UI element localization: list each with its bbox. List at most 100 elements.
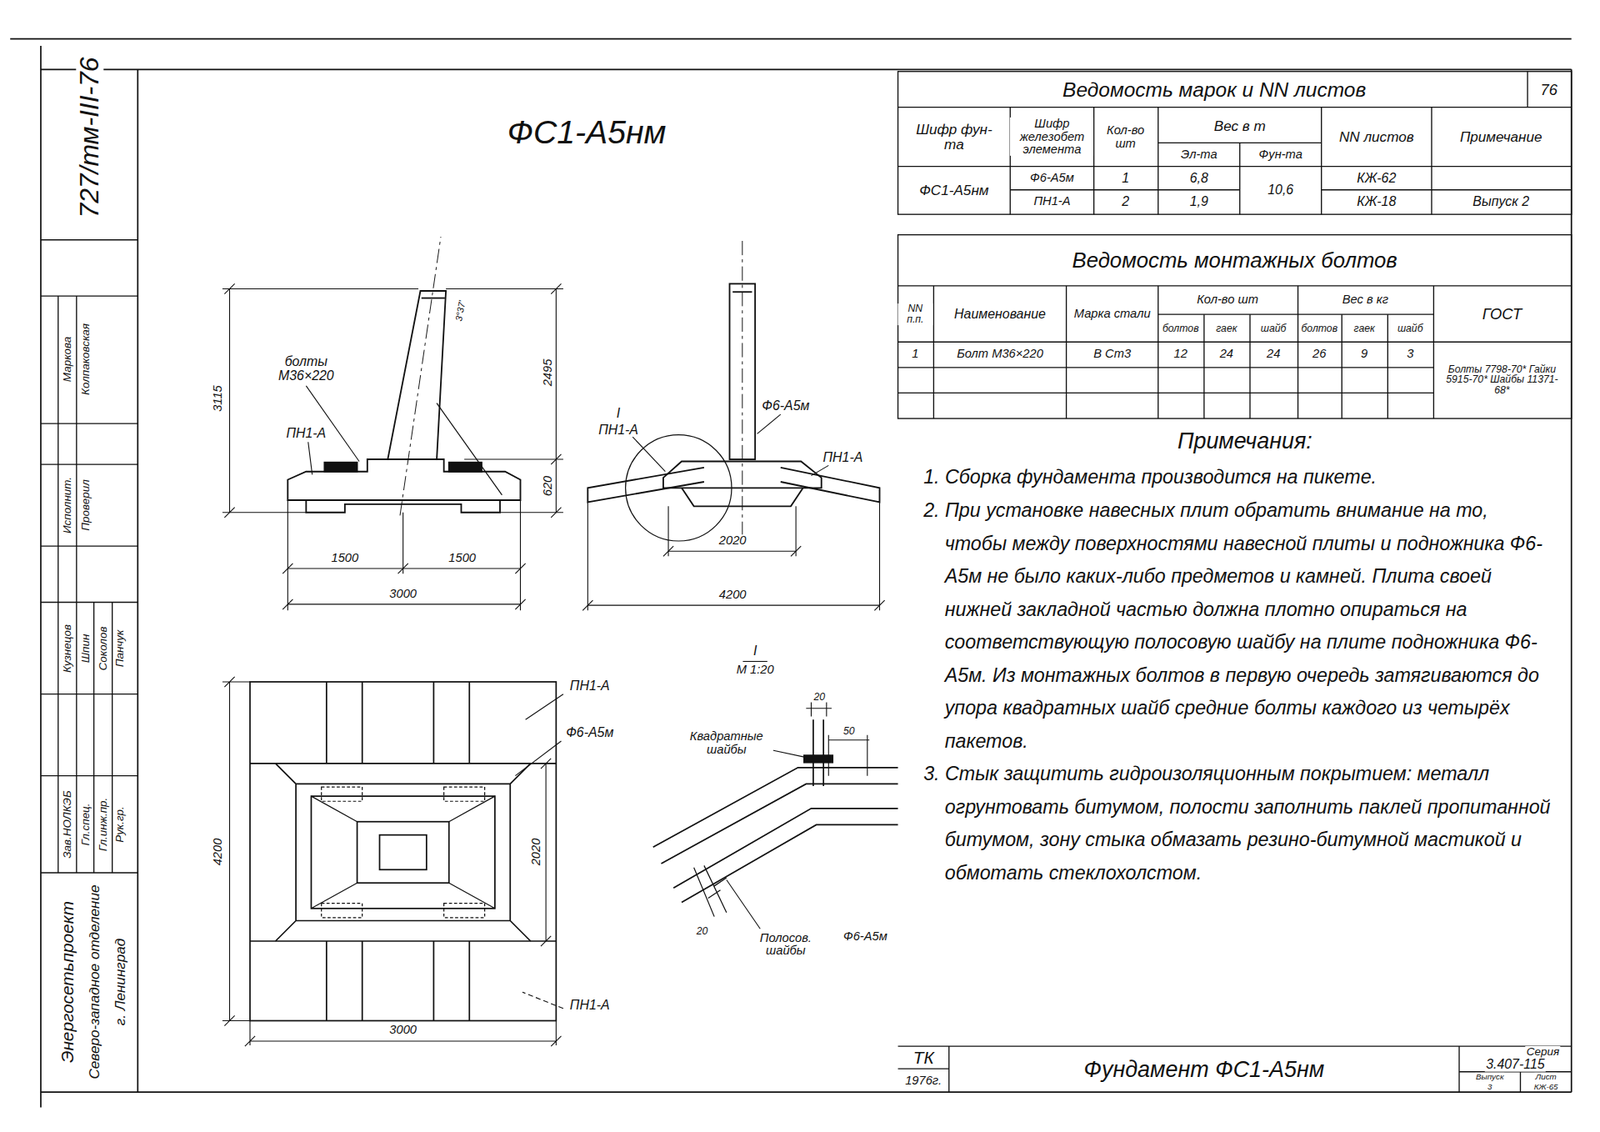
drawing-label: NN п.п.	[898, 303, 933, 325]
drawing-label: Ф6-А5м	[1029, 172, 1075, 185]
drawing-label: болты М36×220	[264, 355, 348, 384]
leader-line	[515, 740, 561, 776]
drawing-label: 1500	[447, 551, 477, 565]
plan-view	[310, 795, 495, 909]
section-view	[813, 719, 824, 786]
drawing-label: Панчук	[114, 628, 126, 668]
drawing-label: Болты 7798-70* Гайки 5915-70* Шайбы 1137…	[1440, 363, 1565, 396]
drawing-label: 2	[1120, 195, 1130, 210]
drawing-label: 2020	[718, 534, 748, 547]
drawing-label: I	[615, 406, 621, 421]
drawing-label: Ведомость монтажных болтов	[1071, 249, 1399, 272]
plan-view	[326, 681, 470, 1021]
drawing-label: Шифр фун-та	[912, 121, 996, 152]
section-view	[653, 719, 899, 916]
front-elevation	[305, 500, 500, 513]
leader-line	[525, 694, 564, 720]
drawing-label: 3000	[388, 587, 418, 600]
leader-line	[772, 750, 806, 758]
dimension-line	[587, 501, 880, 610]
leader-line	[742, 660, 767, 662]
drawing-label: 2020	[530, 837, 543, 867]
drawing-label: ГОСТ	[1481, 306, 1524, 323]
drawing-label: Квадратные шайбы	[680, 730, 774, 756]
side-elevation	[663, 460, 822, 488]
table-grid	[898, 1045, 1572, 1092]
table-grid	[1010, 107, 1432, 215]
drawing-label: Гл.спец.	[80, 802, 92, 847]
drawing-label: Примечание	[1459, 129, 1544, 145]
drawing-label: Исполнит.	[61, 475, 74, 535]
side-elevation	[780, 467, 880, 503]
drawing-label: КЖ-62	[1355, 171, 1397, 186]
dimension-line	[805, 701, 870, 775]
table-grid	[898, 71, 1572, 190]
drawing-label: г. Ленинград	[112, 937, 128, 1027]
stamp-grid	[58, 295, 113, 873]
note-text: 1. Сборка фундамента производится на пик…	[923, 460, 1551, 495]
drawing-label: Гл.инж.пр.	[97, 796, 110, 853]
drawing-label: Рук.гр.	[114, 805, 126, 845]
dimension-line	[222, 289, 564, 513]
note-text: 2. При установке навесных плит обратить …	[923, 494, 1551, 758]
drawing-label: шайб	[1396, 323, 1425, 335]
drawing-label: 20	[812, 691, 826, 703]
section-view	[681, 824, 899, 902]
drawing-label: 1	[1120, 171, 1130, 186]
frame-line	[10, 39, 1571, 1108]
drawing-label: Шпин	[80, 632, 92, 664]
drawing-label: 24	[1219, 347, 1235, 360]
drawing-label: 1,9	[1189, 195, 1210, 210]
dimension-line	[582, 545, 885, 610]
drawing-label: 1976г.	[904, 1074, 943, 1087]
drawing-label: ПН1-А	[285, 426, 327, 441]
plan-view	[275, 763, 531, 941]
leader-line	[308, 441, 313, 475]
front-elevation	[436, 403, 502, 495]
drawing-label: болтов	[1300, 323, 1339, 335]
front-elevation	[421, 297, 445, 300]
drawing-label: Соколов	[97, 625, 110, 671]
drawing-label: NN листов	[1338, 129, 1415, 145]
drawing-label: 4200	[718, 588, 748, 601]
drawing-label: ПН1-А	[569, 998, 611, 1013]
drawing-label: ТК	[912, 1048, 935, 1067]
drawing-label: Проверил	[80, 478, 92, 531]
drawing-label: гаек	[1353, 323, 1376, 335]
drawing-label: ПН1-А	[1032, 195, 1071, 209]
note-text: 3. Стык защитить гидроизоляционным покры…	[923, 757, 1551, 890]
drawing-label: ФС1-А5нм	[918, 182, 990, 198]
drawing-label: Маркова	[61, 335, 74, 383]
front-elevation	[449, 462, 482, 472]
frame-line	[10, 38, 1571, 40]
side-elevation	[741, 240, 743, 536]
drawing-label: 1	[910, 347, 920, 360]
drawing-label: гаек	[1215, 323, 1238, 335]
leader-line	[726, 880, 760, 930]
drawing-label: 9	[1360, 347, 1369, 360]
front-elevation	[387, 290, 446, 460]
drawing-label: 10,6	[1266, 182, 1295, 197]
plan-view	[250, 763, 556, 941]
drawing-label: Фундамент ФС1-А5нм	[1083, 1057, 1326, 1081]
drawing-label: Ф6-А5м	[565, 725, 615, 740]
plan-view	[444, 903, 485, 918]
drawing-label: М 1:20	[735, 664, 775, 677]
table-grid	[898, 71, 1572, 215]
plan-view	[310, 795, 495, 909]
front-elevation	[287, 459, 520, 500]
drawing-label: Шифр железобет элемента	[1010, 117, 1094, 156]
drawing-label: Энергосетьпроект	[58, 900, 77, 1064]
leader-line	[305, 385, 829, 1009]
plan-view	[357, 821, 450, 883]
drawing-label: 2495	[541, 358, 555, 388]
drawing-label: Выпуск	[1475, 1072, 1505, 1081]
front-elevation	[324, 462, 357, 472]
drawing-label: 727/тм-III-76	[75, 56, 104, 220]
drawing-label: болтов	[1161, 323, 1200, 335]
sheet-title: ФС1-А5нм	[506, 115, 668, 150]
drawing-label: шайб	[1260, 323, 1288, 335]
drawing-label: Лист	[1535, 1072, 1558, 1081]
frame-line	[40, 1090, 1572, 1093]
dimension-line	[230, 289, 557, 513]
